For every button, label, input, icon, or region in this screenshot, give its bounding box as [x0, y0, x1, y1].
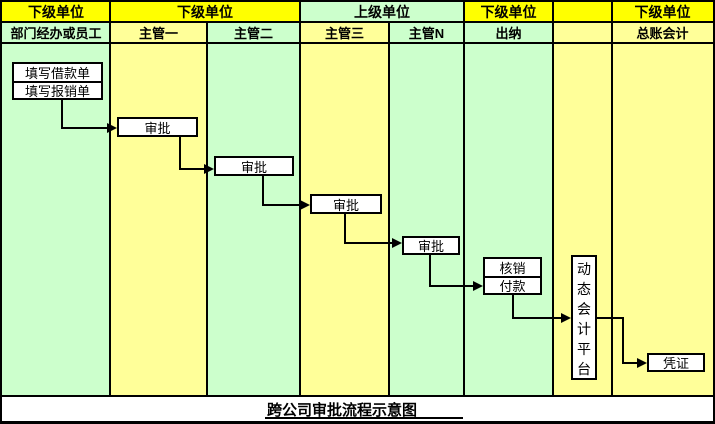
lane-bg-manager2 — [207, 2, 300, 396]
lane-label-managerN: 主管N — [408, 26, 445, 41]
arrowhead-icon-7 — [637, 358, 647, 368]
connector-form-to-approve1 — [61, 100, 108, 129]
flow-step-settle: 核销 付款 — [483, 257, 542, 295]
grid-vline-2 — [206, 21, 208, 396]
grid-hline-under-lane-labels — [2, 42, 713, 44]
lane-label-ledger: 总账会计 — [636, 26, 689, 41]
flow-step-writeoff: 核销 — [499, 261, 526, 276]
lane-label-manager2: 主管二 — [233, 26, 273, 41]
lane-bg-ledger — [612, 2, 713, 396]
arrowhead-icon-4 — [392, 238, 402, 248]
diagram-title: 跨公司审批流程示意图 — [267, 402, 418, 419]
connector-approve3-to-approve4 — [344, 214, 393, 244]
grid-hline-above-title — [2, 395, 713, 397]
title-underline — [265, 417, 463, 419]
grid-vline-5 — [463, 2, 465, 396]
group-header-superior: 上级单位 — [300, 2, 464, 21]
connector-approve2-to-approve3 — [262, 176, 301, 206]
flow-step-approve-4: 审批 — [402, 236, 460, 255]
arrowhead-icon-3 — [300, 200, 310, 210]
lane-label-manager3: 主管三 — [324, 26, 364, 41]
flow-step-approve-1: 审批 — [117, 117, 198, 137]
connector-approve4-to-settle — [429, 255, 474, 287]
connector-platform-to-voucher — [597, 317, 638, 364]
connector-settle-to-platform — [512, 295, 562, 319]
flow-step-fill-loan-form: 填写借款单 — [24, 66, 90, 81]
flow-step-fill-forms: 填写借款单 填写报销单 — [12, 62, 103, 100]
grid-vline-7 — [611, 2, 613, 396]
accounting-platform-label: 动态会计平台 — [577, 261, 591, 377]
grid-vline-1 — [109, 2, 111, 396]
group-header-subordinate-2: 下级单位 — [110, 2, 300, 21]
lane-label-dept-staff: 部门经办或员工 — [10, 26, 102, 41]
lane-label-cashier: 出纳 — [495, 26, 522, 41]
group-header-subordinate-3: 下级单位 — [464, 2, 553, 21]
flow-step-accounting-platform: 动态会计平台 — [571, 255, 597, 380]
arrowhead-icon-5 — [473, 281, 483, 291]
grid-vline-4 — [388, 21, 390, 396]
flow-step-voucher: 凭证 — [647, 353, 705, 372]
lane-bg-cashier — [464, 2, 553, 396]
flow-step-approve-3: 审批 — [310, 194, 382, 214]
arrowhead-icon-2 — [204, 164, 214, 174]
flow-step-payment: 付款 — [485, 276, 540, 294]
arrowhead-icon-6 — [561, 313, 571, 323]
connector-approve1-to-approve2 — [179, 137, 205, 170]
group-header-subordinate-4: 下级单位 — [612, 2, 713, 21]
flow-step-fill-expense-form: 填写报销单 — [14, 81, 101, 99]
lane-bg-manager1 — [110, 2, 207, 396]
arrowhead-icon-1 — [107, 123, 117, 133]
grid-hline-under-group-header — [2, 21, 713, 23]
title-band: 跨公司审批流程示意图 — [2, 397, 713, 421]
group-header-subordinate-1: 下级单位 — [2, 2, 110, 21]
flow-step-approve-2: 审批 — [214, 156, 294, 176]
grid-vline-3 — [299, 2, 301, 396]
grid-vline-6 — [552, 2, 554, 396]
group-header-blank — [553, 2, 612, 21]
lane-bg-managerN — [389, 2, 464, 396]
lane-label-manager1: 主管一 — [138, 26, 178, 41]
